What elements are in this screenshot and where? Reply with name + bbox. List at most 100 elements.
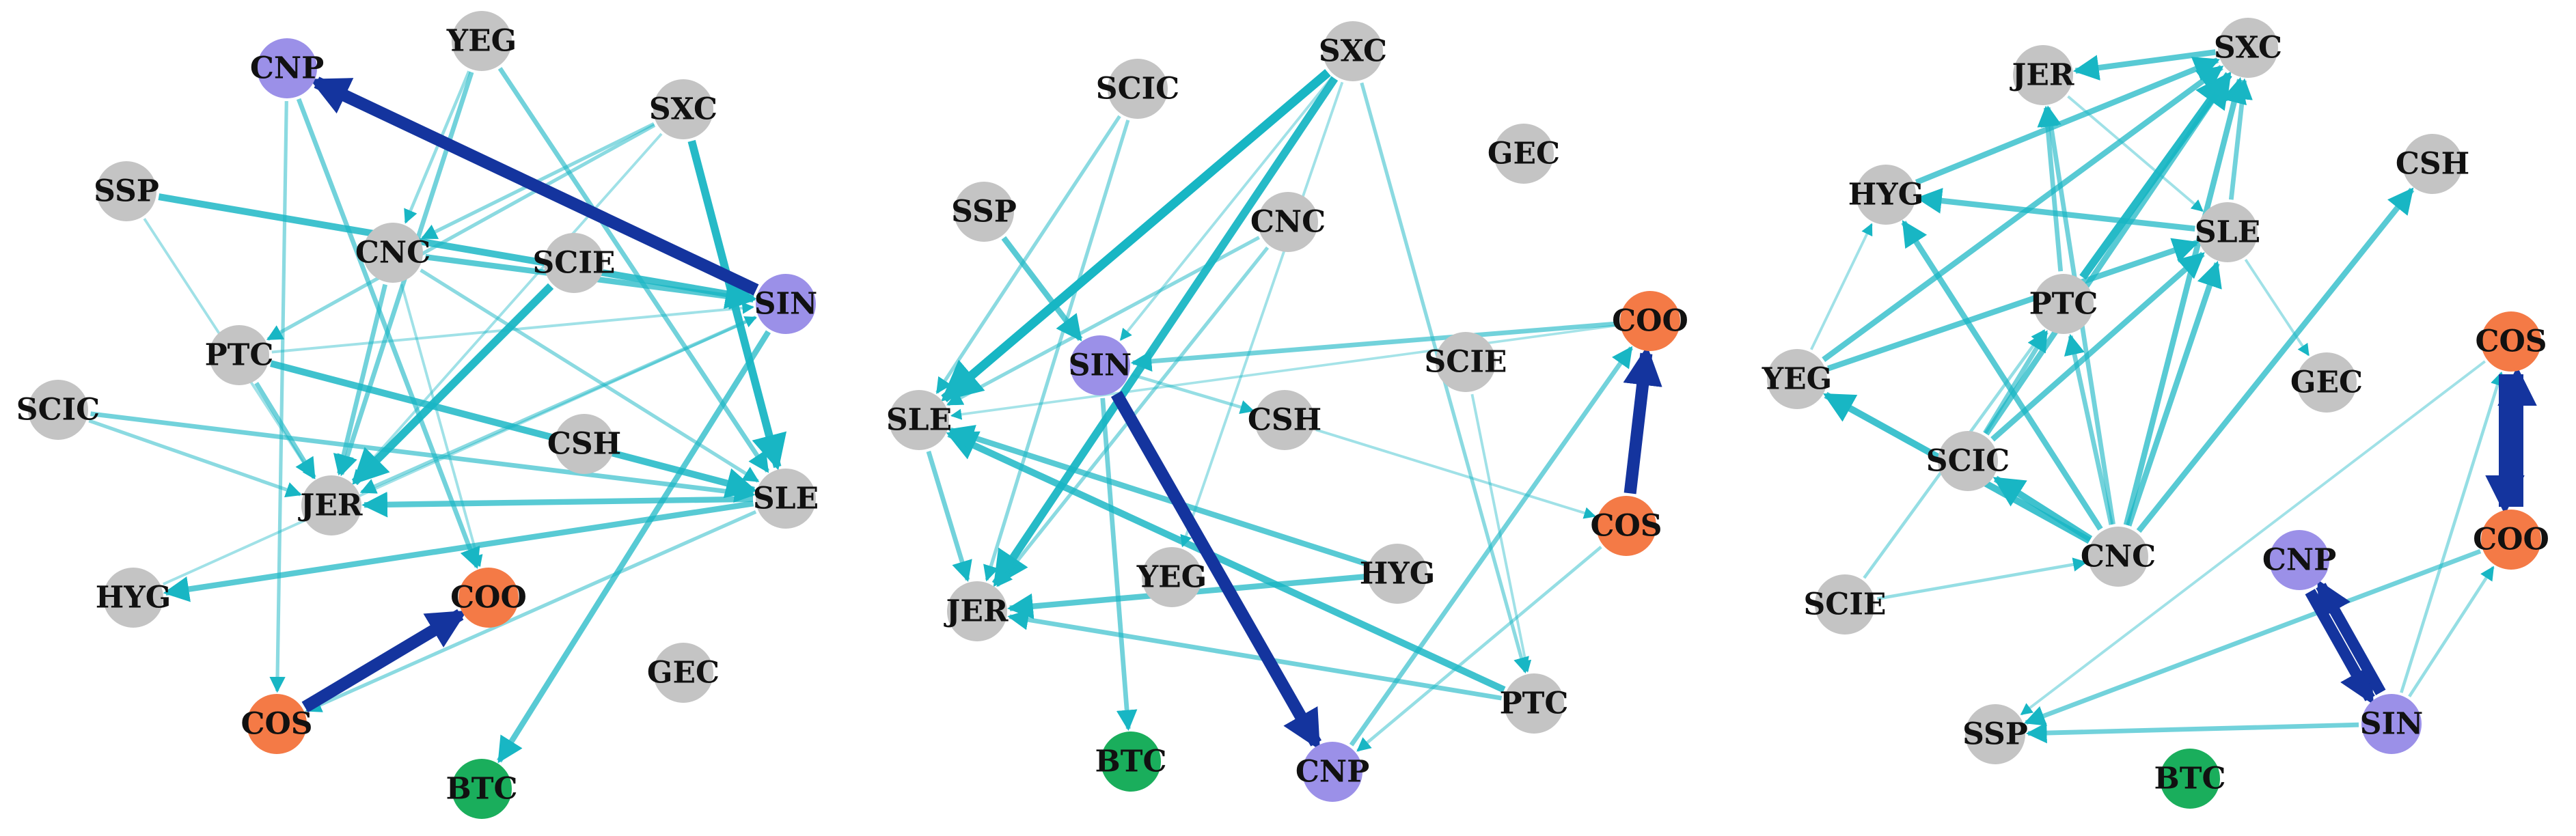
node-label: PTC	[1500, 686, 1569, 721]
node-circle	[103, 568, 163, 628]
node-circle	[1108, 59, 1168, 119]
edge-yeg-to-hyg	[1810, 223, 1873, 350]
node-circle	[2197, 202, 2258, 262]
node-circle	[1142, 547, 1202, 607]
node-ptc: PTC	[1500, 673, 1569, 734]
node-label: GEC	[1488, 137, 1560, 171]
edge-scie-to-ptc	[1470, 393, 1532, 673]
node-jer: JER	[944, 581, 1009, 641]
edge-scic-to-sle	[90, 411, 756, 503]
edge-sle-to-sxc	[2228, 78, 2253, 200]
edge-cnc-to-csh	[2136, 187, 2415, 533]
node-label: HYG	[1848, 178, 1924, 212]
node-label: CNC	[1250, 205, 1326, 240]
node-label: GEC	[2290, 365, 2363, 400]
edge-coo-to-ssp	[2024, 548, 2482, 726]
node-btc: BTC	[446, 759, 517, 819]
node-label: SCIC	[1096, 72, 1179, 107]
edge-ptc-to-sin	[271, 302, 754, 354]
node-circle	[554, 414, 614, 474]
edge-cnc-to-coo	[400, 283, 483, 568]
edge-sle-to-cos	[305, 510, 757, 712]
node-label: SCIE	[533, 246, 616, 281]
edge-cnp-to-cos	[269, 100, 288, 693]
node-circle	[1856, 165, 1916, 225]
edge-cos-to-cnp	[1356, 546, 1602, 752]
node-label: JER	[944, 594, 1009, 629]
edge-cnc-to-sxc	[2123, 76, 2247, 526]
node-circle	[452, 11, 512, 71]
node-yeg: YEG	[446, 11, 517, 71]
edge-sin-to-coo	[2408, 566, 2495, 697]
edge-sin-to-cnp	[1110, 391, 1322, 751]
node-hyg: HYG	[96, 568, 171, 628]
node-label: SIN	[754, 287, 818, 322]
node-yeg: YEG	[1762, 349, 1832, 409]
edge-sle-to-gec	[2244, 259, 2310, 357]
node-circle	[1255, 390, 1315, 450]
node-label: JER	[298, 488, 363, 523]
node-label: SXC	[2214, 31, 2282, 66]
node-scic: SCIC	[1096, 59, 1179, 119]
node-cos: COS	[2475, 311, 2547, 372]
node-label: BTC	[1095, 744, 1167, 779]
edge-cnc-to-sle	[420, 268, 760, 483]
node-circle	[1620, 291, 1680, 351]
node-circle	[452, 759, 512, 819]
edge-sin-to-csh	[1131, 373, 1255, 415]
node-circle	[2269, 530, 2329, 590]
node-sxc: SXC	[649, 79, 717, 139]
node-label: PTC	[205, 338, 274, 373]
node-coo: COO	[2473, 510, 2549, 570]
node-cos: COS	[241, 694, 313, 754]
node-label: SCIC	[1926, 444, 2010, 479]
node-circle	[2297, 352, 2357, 413]
edge-sin-to-cnp	[309, 76, 759, 296]
node-label: SCIE	[1425, 345, 1507, 380]
node-circle	[947, 581, 1007, 641]
edge-sxc-to-jer	[991, 76, 1339, 587]
node-yeg: YEG	[1136, 547, 1207, 607]
node-csh: CSH	[1248, 390, 1321, 450]
edge-ssp-to-sin	[158, 193, 757, 309]
node-ssp: SSP	[951, 182, 1017, 242]
node-label: SSP	[951, 195, 1017, 229]
node-jer: JER	[2010, 45, 2074, 105]
node-label: CSH	[547, 427, 621, 462]
edge-scic-to-sle	[935, 115, 1121, 394]
node-circle	[1101, 732, 1161, 792]
node-label: COS	[2475, 324, 2547, 359]
edge-cos-to-coo	[1623, 346, 1662, 494]
node-circle	[1494, 124, 1554, 184]
edge-cnp-to-coo	[296, 98, 480, 569]
node-label: CSH	[2396, 147, 2469, 182]
edge-sin-to-btc	[496, 330, 771, 764]
edge-sle-to-jer	[361, 491, 754, 518]
node-circle	[756, 469, 816, 529]
node-label: CSH	[1248, 403, 1321, 438]
node-sin: SIN	[754, 274, 818, 334]
node-circle	[1767, 349, 1827, 409]
node-label: COO	[450, 581, 527, 615]
node-circle	[2481, 510, 2541, 570]
node-sin: SIN	[1069, 335, 1132, 395]
edge-scic-to-jer	[88, 419, 302, 498]
edge-yeg-to-cnc	[404, 70, 471, 224]
node-circle	[1965, 704, 2025, 764]
node-circle	[2088, 527, 2148, 587]
node-label: SLE	[886, 403, 952, 438]
node-circle	[1815, 574, 1875, 635]
node-label: BTC	[2154, 762, 2226, 796]
node-label: SIN	[1069, 348, 1132, 383]
node-scie: SCIE	[1804, 574, 1886, 635]
edge-sin-to-btc	[1100, 398, 1138, 732]
node-label: YEG	[446, 24, 517, 59]
edge-cnc-to-sle	[946, 236, 1260, 406]
node-csh: CSH	[547, 414, 621, 474]
node-jer: JER	[298, 475, 363, 535]
node-gec: GEC	[1488, 124, 1560, 184]
edge-csh-to-cos	[1315, 428, 1596, 519]
